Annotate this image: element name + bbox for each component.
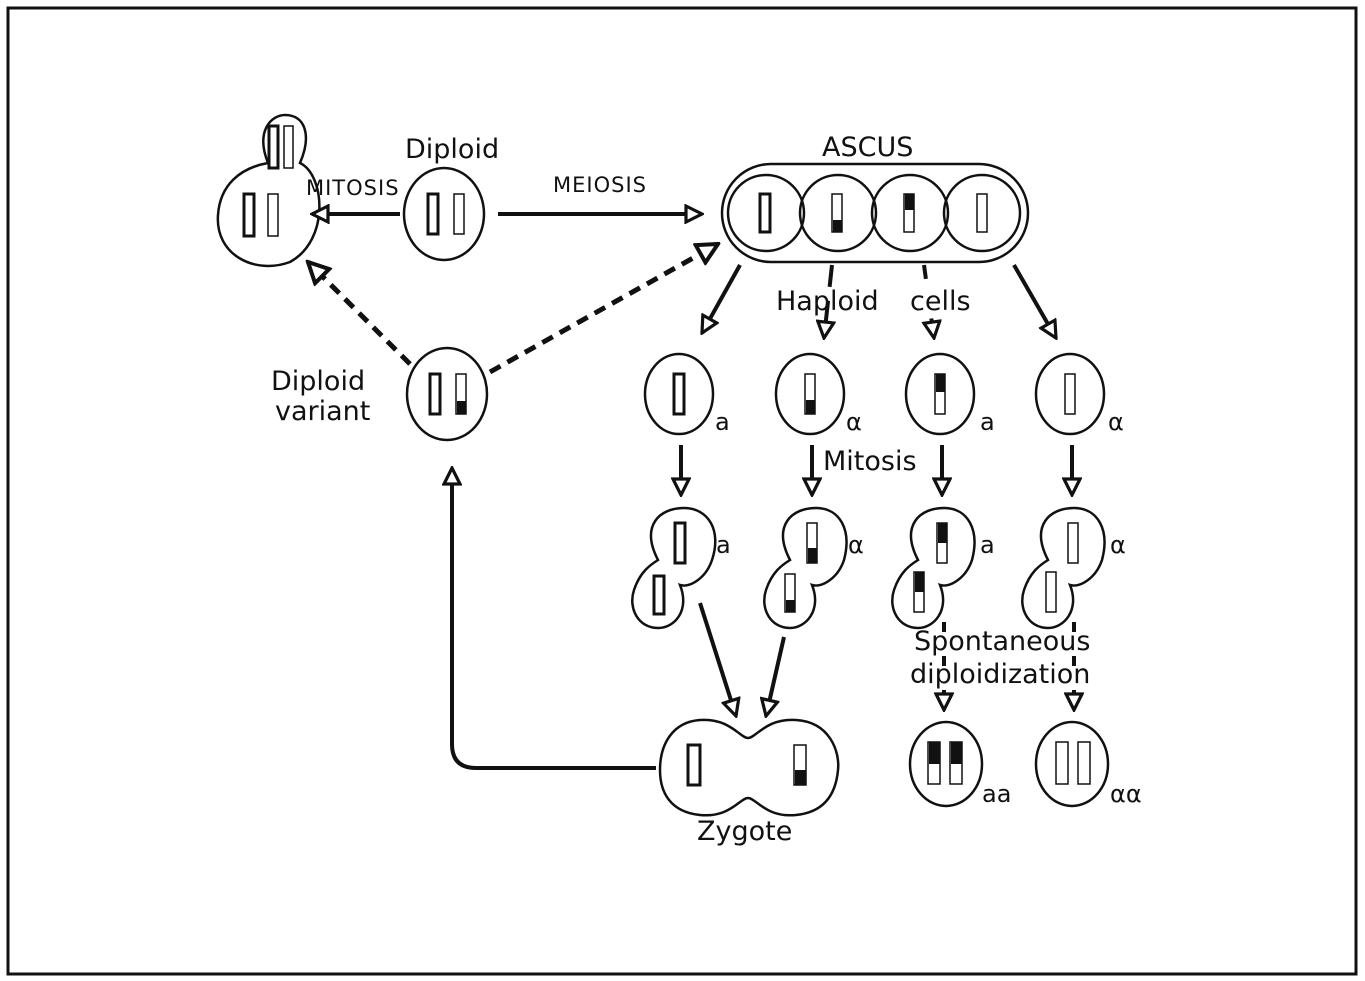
budding-haploid-3	[891, 506, 976, 630]
haploid-cell-2	[774, 352, 846, 436]
budding-haploid-4	[1021, 506, 1106, 630]
mitosis-label: Mitosis	[823, 446, 917, 477]
mating-arrow-1	[698, 602, 736, 716]
mating-type-b2: α	[848, 531, 864, 559]
diploid-label: Diploid	[405, 134, 499, 165]
diploid-cell	[402, 166, 486, 262]
zygote-cell	[658, 718, 840, 817]
budding-haploid-2	[763, 506, 848, 630]
diploidization-label: diploidization	[910, 659, 1090, 690]
mating-type-h3: a	[980, 408, 995, 436]
diploid-variant-label-2: variant	[275, 396, 370, 427]
mating-type-h2: α	[846, 408, 862, 436]
diploid-variant-cell	[405, 346, 489, 442]
diploid-variant-label-1: Diploid	[271, 366, 365, 397]
mating-type-d2: αα	[1110, 780, 1142, 808]
mating-type-b4: α	[1110, 531, 1126, 559]
mating-type-b3: a	[980, 531, 995, 559]
variant-to-mitosis-arrow	[308, 262, 412, 366]
haploid-cell-4	[1034, 352, 1106, 436]
mating-type-h1: a	[715, 408, 730, 436]
diploid-product-alpha-alpha	[1034, 720, 1110, 808]
variant-to-ascus-arrow	[488, 244, 718, 375]
ascus-arrow-2	[824, 264, 832, 338]
mating-type-d1: aa	[982, 780, 1011, 808]
figure-frame	[6, 6, 1358, 976]
diploid-product-aa	[908, 720, 984, 808]
haploid-cell-3	[904, 352, 976, 436]
ascus-label: ASCUS	[822, 132, 913, 163]
ascus	[720, 162, 1030, 264]
cells-label: cells	[910, 286, 971, 317]
budding-diploid-cell	[216, 113, 321, 268]
zygote-label: Zygote	[697, 816, 792, 847]
ascus-arrow-3	[924, 264, 934, 338]
budding-haploid-1	[631, 506, 717, 630]
zygote-to-variant-arrow	[452, 468, 656, 770]
haploid-cell-1	[643, 352, 715, 436]
ascus-arrow-1	[700, 264, 742, 333]
ascus-arrow-4	[1012, 264, 1056, 338]
mating-type-b1: a	[716, 531, 731, 559]
mating-arrow-2	[766, 636, 786, 716]
meiosis-label: MEIOSIS	[553, 173, 647, 197]
mitosis-top-label: MITOSIS	[306, 176, 400, 200]
spontaneous-label: Spontaneous	[914, 626, 1090, 657]
mating-type-h4: α	[1108, 408, 1124, 436]
haploid-label: Haploid	[776, 286, 879, 317]
